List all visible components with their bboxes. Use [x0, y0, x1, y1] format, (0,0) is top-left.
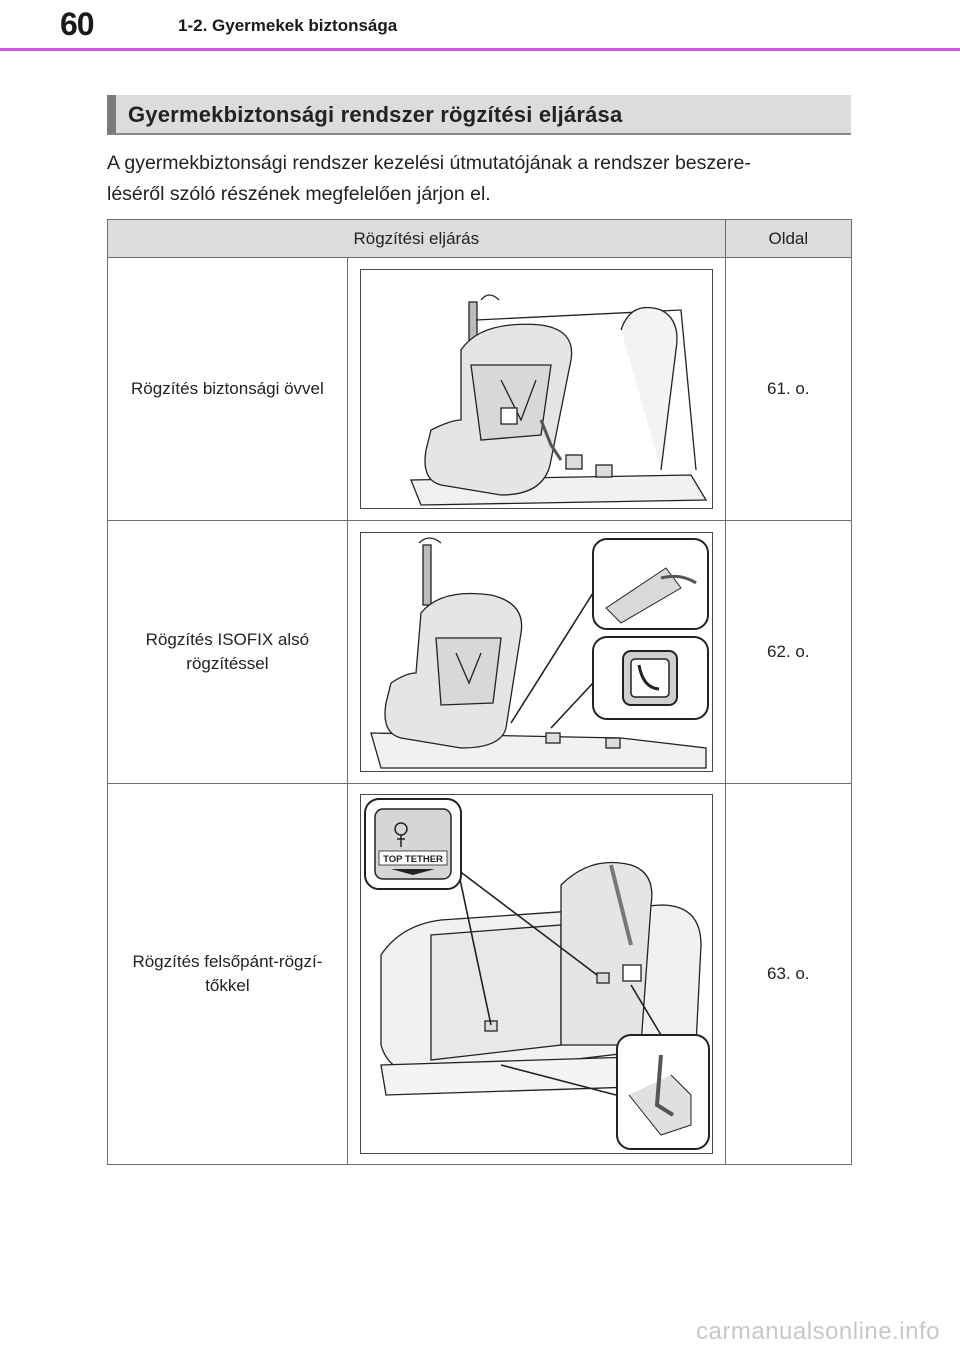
intro-line-2: léséről szóló részének megfelelően járjo…: [107, 183, 491, 205]
footer-watermark: carmanualsonline.info: [696, 1318, 940, 1345]
row-page-top-tether: 63. o.: [724, 783, 853, 1165]
table-row: Rögzítés ISOFIX alsó rögzítéssel: [107, 520, 853, 784]
seatbelt-installation-illustration: [359, 269, 713, 509]
section-heading-text: Gyermekbiztonsági rendszer rögzítési elj…: [128, 102, 623, 127]
row-label-top-tether: Rögzítés felsőpánt-rögzí- tőkkel: [107, 783, 348, 1165]
row-page-isofix: 62. o.: [724, 520, 853, 784]
isofix-symbol-zoom: [591, 636, 709, 720]
header-procedure: Rögzítési eljárás: [107, 219, 726, 258]
page-number: 60: [60, 6, 95, 42]
illustration-cell: TOP TETHER: [346, 783, 726, 1165]
illustration-cell: [346, 520, 726, 784]
row-label-top-tether-line1: Rögzítés felsőpánt-rögzí-: [132, 952, 323, 971]
row-label-isofix-line1: Rögzítés ISOFIX alsó: [145, 630, 310, 649]
table-row: Rögzítés biztonsági övvel: [107, 257, 853, 521]
illustration-cell: [346, 257, 726, 521]
row-label-isofix: Rögzítés ISOFIX alsó rögzítéssel: [107, 520, 348, 784]
isofix-installation-illustration: [359, 532, 713, 772]
intro-paragraph: A gyermekbiztonsági rendszer kezelési út…: [107, 148, 851, 210]
procedure-table: Rögzítési eljárás Oldal Rögzítés biztons…: [107, 219, 853, 1165]
table-header-row: Rögzítési eljárás Oldal: [107, 219, 853, 258]
top-tether-sticker-zoom: TOP TETHER: [363, 798, 462, 890]
header-page: Oldal: [724, 219, 853, 258]
row-page-seatbelt: 61. o.: [724, 257, 853, 521]
row-label-seatbelt: Rögzítés biztonsági övvel: [107, 257, 348, 521]
top-tether-installation-illustration: TOP TETHER: [359, 794, 713, 1154]
row-label-isofix-line2: rögzítéssel: [186, 654, 269, 673]
intro-line-1: A gyermekbiztonsági rendszer kezelési út…: [107, 152, 751, 174]
table-row: Rögzítés felsőpánt-rögzí- tőkkel: [107, 783, 853, 1165]
tether-hook-zoom: [615, 1034, 710, 1150]
section-heading: Gyermekbiztonsági rendszer rögzítési elj…: [107, 95, 851, 135]
section-title: 1-2. Gyermekek biztonsága: [178, 16, 398, 35]
row-label-top-tether-line2: tőkkel: [205, 976, 250, 995]
top-tether-label: TOP TETHER: [383, 854, 443, 865]
header-divider: [0, 48, 960, 51]
isofix-anchor-zoom: [591, 538, 709, 630]
